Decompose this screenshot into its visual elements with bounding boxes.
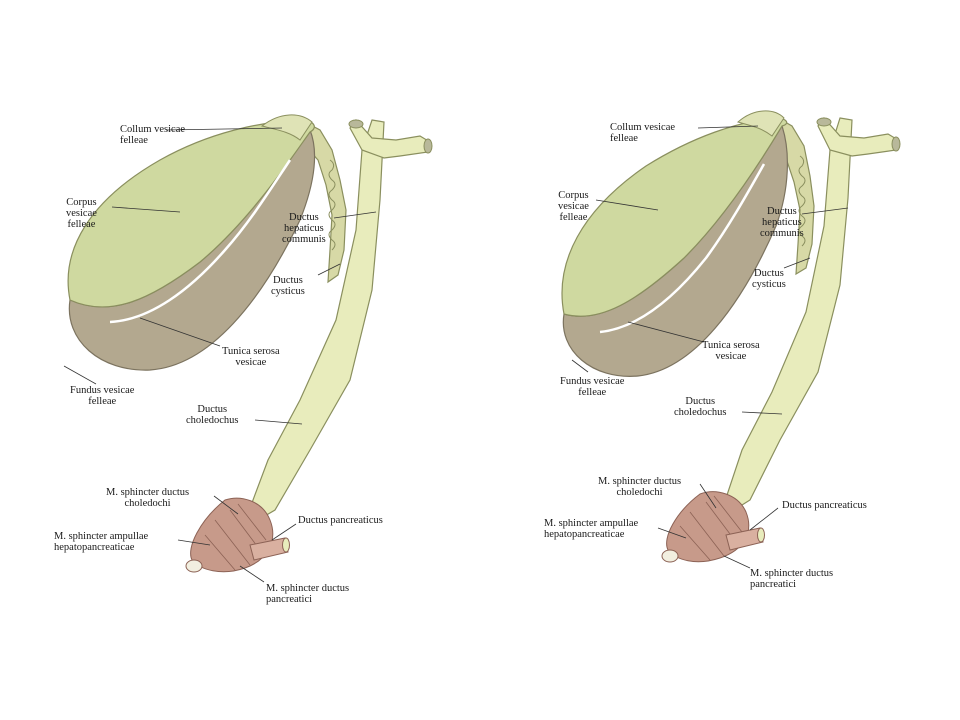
leader-lines: [63, 127, 377, 583]
diagram-panel-left: Collum vesicae felleae Corpus vesicae fe…: [54, 114, 433, 605]
label-ductus-hepaticus-communis: Ductus hepaticus communis: [282, 212, 326, 245]
gallbladder-corpus: [67, 119, 315, 308]
gallbladder-neck: [260, 114, 313, 141]
pancreatic-duct: [249, 537, 289, 561]
label-m-sphincter-ampullae: M. sphincter ampullae hepatopancreaticae: [54, 531, 149, 553]
pancreatic-duct: [725, 527, 764, 551]
label-tunica-serosa-vesicae: Tunica serosa vesicae: [702, 340, 760, 362]
label-ductus-cysticus: Ductus cysticus: [271, 275, 305, 297]
label-collum-vesicae-felleae: Collum vesicae felleae: [610, 122, 676, 144]
sphincter-complex: [661, 491, 765, 563]
label-ductus-hepaticus-communis: Ductus hepaticus communis: [760, 206, 804, 239]
label-corpus-vesicae-felleae: Corpus vesicae felleae: [66, 197, 97, 230]
leader-lines: [571, 125, 849, 569]
label-ductus-choledochus: Ductus choledochus: [186, 404, 239, 426]
gallbladder-illustration: [63, 114, 433, 583]
diagram-panel-right: Collum vesicae felleae Corpus vesicae fe…: [488, 0, 960, 720]
label-ductus-cysticus: Ductus cysticus: [752, 268, 786, 290]
label-m-sphincter-ductus-choledochi: M. sphincter ductus choledochi: [598, 476, 682, 498]
sphincter-complex: [185, 497, 290, 573]
label-fundus-vesicae-felleae: Fundus vesicae felleae: [70, 385, 135, 407]
label-corpus-vesicae-felleae: Corpus vesicae felleae: [558, 190, 589, 223]
label-m-sphincter-ampullae: M. sphincter ampullae hepatopancreaticae: [544, 518, 639, 540]
label-m-sphincter-ductus-pancreatici: M. sphincter ductus pancreatici: [266, 583, 350, 605]
gallbladder-neck: [736, 110, 785, 137]
label-m-sphincter-ductus-pancreatici: M. sphincter ductus pancreatici: [750, 568, 834, 590]
label-tunica-serosa-vesicae: Tunica serosa vesicae: [222, 346, 280, 368]
label-ductus-pancreaticus: Ductus pancreaticus: [782, 500, 867, 511]
label-ductus-choledochus: Ductus choledochus: [674, 396, 727, 418]
gallbladder-illustration: [561, 110, 901, 569]
label-m-sphincter-ductus-choledochi: M. sphincter ductus choledochi: [106, 487, 190, 509]
gallbladder-corpus: [561, 117, 788, 317]
label-ductus-pancreaticus: Ductus pancreaticus: [298, 515, 383, 526]
label-collum-vesicae-felleae: Collum vesicae felleae: [120, 124, 186, 146]
label-fundus-vesicae-felleae: Fundus vesicae felleae: [560, 376, 625, 398]
